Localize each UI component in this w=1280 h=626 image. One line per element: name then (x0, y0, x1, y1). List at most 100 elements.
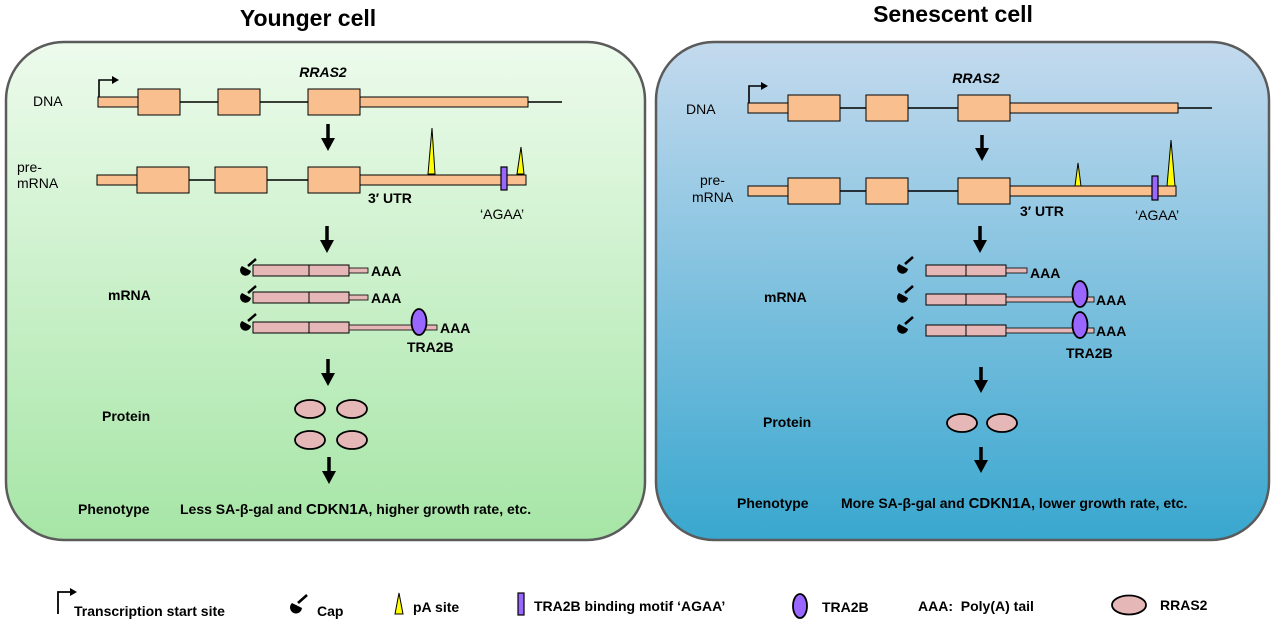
legend-rras2: RRAS2 (1111, 594, 1208, 616)
flow-arrow (974, 367, 988, 393)
dna-utr5 (747, 102, 789, 114)
dna-exon-3 (957, 94, 1011, 122)
cap-icon (240, 321, 251, 331)
younger-title: Younger cell (240, 5, 376, 31)
cap-icon (897, 324, 908, 334)
rras2-protein (946, 413, 978, 433)
tss-arrow (748, 82, 768, 103)
dna-utr5 (97, 96, 139, 108)
mrna-long-2: AAA TRA2B (897, 311, 1126, 361)
phenotype-label: Phenotype (737, 495, 809, 511)
flow-arrow (322, 457, 336, 484)
rras2-protein (294, 430, 326, 450)
legend-rras2-label: RRAS2 (1160, 597, 1208, 613)
legend-tss: Transcription start site (57, 588, 225, 619)
gene-label: RRAS2 (299, 64, 347, 80)
utr-label: 3′ UTR (368, 190, 412, 206)
cap-icon (240, 293, 251, 303)
rras2-protein (294, 399, 326, 419)
utr-label: 3′ UTR (1020, 203, 1064, 219)
premrna-exon-1 (787, 177, 841, 205)
flow-arrow (973, 226, 987, 253)
tra2b-protein (410, 308, 428, 336)
aaa-label: AAA (1030, 265, 1060, 281)
legend-motif: TRA2B binding motif ‘AGAA’ (517, 592, 725, 616)
pa-site-large (1166, 139, 1176, 187)
mrna-short-2: AAA (240, 285, 401, 306)
legend-cap-label: Cap (317, 603, 343, 619)
rras2-protein (336, 399, 368, 419)
legend-polya: AAA: Poly(A) tail (918, 598, 1034, 614)
tss-arrow (98, 76, 119, 98)
senescent-title: Senescent cell (873, 1, 1033, 27)
pa-site-icon (394, 592, 404, 615)
tra2b-label: TRA2B (1066, 345, 1113, 361)
mrna-label: mRNA (764, 289, 807, 305)
legend-motif-label: TRA2B binding motif ‘AGAA’ (534, 598, 725, 614)
phenotype-text: More SA-β-gal and CDKN1A, lower growth r… (841, 495, 1187, 512)
mrna-short: AAA (897, 256, 1060, 281)
premrna-exon-2 (214, 166, 268, 194)
legend-polya-label: AAA: Poly(A) tail (918, 598, 1034, 614)
legend-tss-label: Transcription start site (74, 603, 225, 619)
premrna-label-1: pre- (17, 159, 42, 175)
agaa-motif (1151, 175, 1159, 201)
flow-arrow (974, 447, 988, 473)
legend-pa: pA site (394, 592, 459, 615)
legend-tra2b-label: TRA2B (822, 599, 869, 615)
dna-label: DNA (686, 101, 716, 117)
rras2-protein (986, 413, 1018, 433)
protein-group (294, 399, 368, 450)
motif-icon (517, 592, 525, 616)
senescent-cell-box (654, 40, 1271, 542)
aaa-label: AAA (440, 320, 470, 336)
younger-panel: Younger cell RRAS2 DNA pre- mRNA 3 (4, 5, 647, 542)
cap-icon (290, 603, 302, 614)
mrna-long-1: AAA (897, 280, 1126, 308)
tra2b-icon (792, 593, 808, 619)
aaa-label: AAA (1096, 292, 1126, 308)
premrna-exon-3 (307, 166, 361, 194)
dna-exon-3 (307, 88, 361, 116)
premrna-utr5 (96, 174, 138, 186)
tss-arrow-icon (57, 588, 77, 614)
premrna-utr3 (1009, 185, 1177, 197)
pa-site-small (516, 146, 525, 175)
motif-label: ‘AGAA’ (480, 206, 524, 222)
legend-pa-label: pA site (413, 599, 459, 615)
dna-label: DNA (33, 93, 63, 109)
cap-icon (240, 266, 251, 276)
protein-label: Protein (102, 408, 150, 424)
pa-site-small (1074, 162, 1082, 187)
younger-cell-box (4, 40, 647, 542)
rras2-protein-icon (1111, 594, 1147, 616)
rras2-protein (336, 430, 368, 450)
phenotype-text: Less SA-β-gal and CDKN1A, higher growth … (180, 501, 531, 518)
tra2b-protein (1071, 280, 1089, 308)
dna-utr3 (359, 96, 529, 108)
mrna-long: AAA TRA2B (240, 308, 470, 355)
premrna-label-2: mRNA (692, 189, 734, 205)
aaa-label: AAA (1096, 323, 1126, 339)
aaa-label: AAA (371, 290, 401, 306)
flow-arrow (321, 359, 335, 386)
flow-arrow (975, 135, 989, 161)
premrna-exon-3 (957, 177, 1011, 205)
mrna-label: mRNA (108, 287, 151, 303)
dna-exon-2 (865, 94, 909, 122)
dna-exon-2 (217, 88, 261, 116)
cap-icon (897, 264, 908, 274)
dna-exon-1 (787, 94, 841, 122)
flow-arrow (320, 226, 334, 253)
tra2b-label: TRA2B (407, 339, 454, 355)
dna-utr3 (1009, 102, 1179, 114)
protein-group (946, 413, 1018, 433)
motif-label: ‘AGAA’ (1135, 207, 1179, 223)
legend: Transcription start site Cap pA site TRA… (57, 588, 1208, 619)
aaa-label: AAA (371, 263, 401, 279)
premrna-label-2: mRNA (17, 175, 59, 191)
dna-exon-1 (137, 88, 181, 116)
premrna-utr5 (747, 185, 789, 197)
